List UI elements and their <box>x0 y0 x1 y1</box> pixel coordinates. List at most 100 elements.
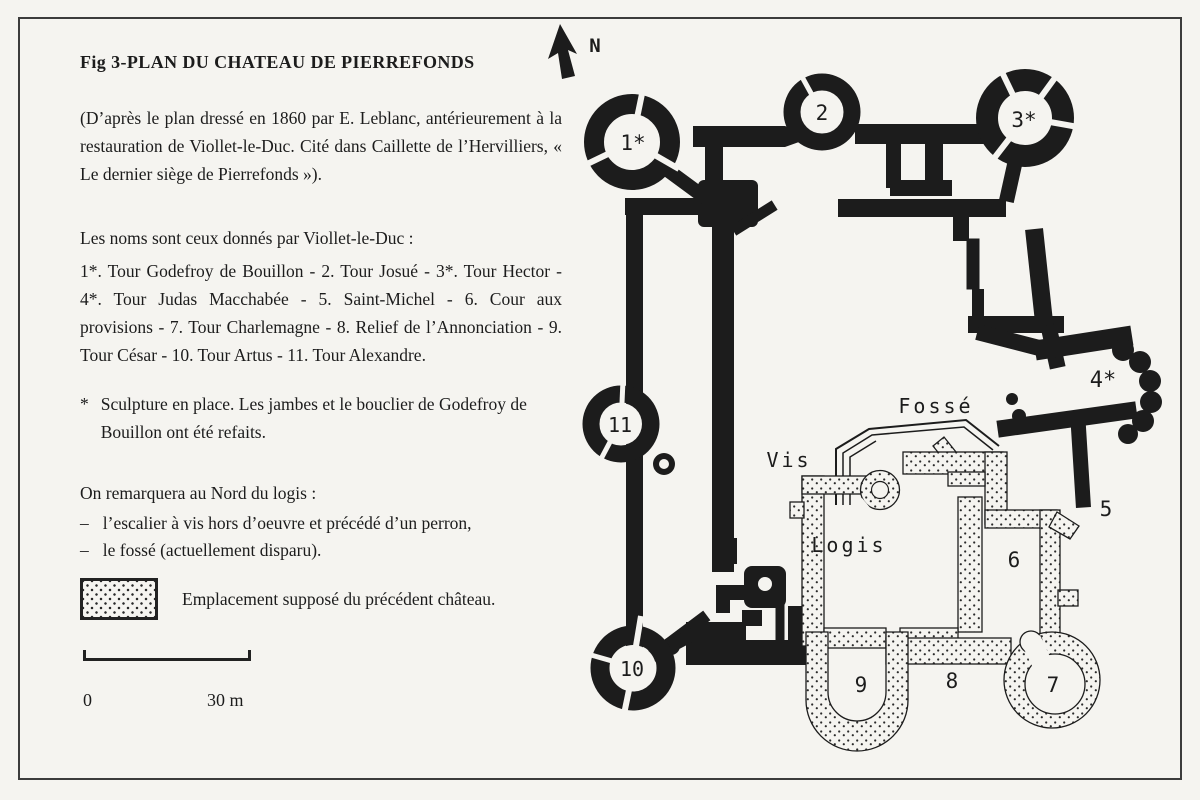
note-item-stair: – l’escalier à vis hors d’oeuvre et préc… <box>80 509 472 537</box>
stair-opening <box>758 577 772 591</box>
note-item-text: l’escalier à vis hors d’oeuvre et précéd… <box>102 513 472 533</box>
wall-segment <box>886 144 901 188</box>
merlon <box>1112 339 1134 361</box>
label-vis: Vis <box>766 448 811 472</box>
tower2-josue <box>783 73 861 151</box>
east-diag-stub <box>1048 511 1080 540</box>
label-fosse: Fossé <box>898 394 973 418</box>
merlon <box>1129 351 1151 373</box>
legend-row: Emplacement supposé du précédent château… <box>80 578 562 620</box>
label-tower5: 5 <box>1100 497 1113 521</box>
stippled-structures <box>789 436 1101 752</box>
tower10-court <box>610 645 656 691</box>
vis-stair-opening <box>852 498 872 520</box>
tower4-judas-macchabee <box>1112 339 1162 444</box>
label-tower1: 1* <box>620 131 645 155</box>
gatehouse-block <box>698 180 758 227</box>
plan-labels: N 1* 2 3* 4* 5 6 7 8 9 10 11 Fossé Vis L… <box>589 35 1116 697</box>
north-arrow <box>548 24 577 79</box>
sculpture-footnote: * Sculpture en place. Les jambes et le b… <box>80 390 550 446</box>
east-stub <box>1057 589 1079 607</box>
tower10-artus <box>590 625 676 711</box>
scale-zero-label: 0 <box>83 690 92 710</box>
logis-west-wall <box>801 475 825 647</box>
scale-end-label: 30 m <box>207 690 244 710</box>
ring-joint <box>1038 73 1060 99</box>
label-tower9: 9 <box>855 673 868 697</box>
ring-joint <box>581 150 612 169</box>
fosse-line <box>842 426 994 505</box>
castle-wall-lines <box>647 149 1138 663</box>
logis-east-wall <box>957 496 983 633</box>
ring-joint <box>634 88 646 119</box>
wall-segment <box>890 180 952 196</box>
wall-segment <box>705 145 723 187</box>
tower3-court <box>999 92 1051 144</box>
merlon <box>1132 410 1154 432</box>
label-court6: 6 <box>1008 548 1021 572</box>
note-item-moat: – le fossé (actuellement disparu). <box>80 536 321 564</box>
ring-joint <box>798 73 815 97</box>
tower7-court <box>1024 653 1086 715</box>
logis-north-wall <box>801 475 869 495</box>
wall-segment <box>625 198 703 215</box>
wall-fragment <box>1006 393 1018 405</box>
label-tower4: 4* <box>1090 368 1117 393</box>
wall-to-saint-michel <box>1070 412 1091 508</box>
logis-south-wall <box>823 627 887 649</box>
asterisk-marker: * <box>80 394 89 414</box>
wall-segment <box>693 126 785 147</box>
tower2-court <box>802 92 842 132</box>
ring-joint <box>651 151 681 172</box>
names-intro: Les noms sont ceux donnés par Viollet-le… <box>80 228 414 248</box>
tower9-cesar <box>805 631 909 752</box>
label-logis: Logis <box>811 533 886 557</box>
east-wall <box>1025 228 1054 332</box>
north-note-intro: On remarquera au Nord du logis : <box>80 483 317 503</box>
tower11-court <box>600 403 642 445</box>
wall-segment <box>838 199 1006 217</box>
wall-segment <box>953 215 969 241</box>
tower1-godefroy <box>584 94 680 190</box>
figure-credit: (D’après le plan dressé en 1860 par E. L… <box>80 108 562 184</box>
stair-turret-core <box>659 459 669 469</box>
tower7-neck <box>1023 635 1051 670</box>
scale-bar <box>83 650 251 661</box>
merlon <box>1139 370 1161 392</box>
merlon <box>1140 391 1162 413</box>
ring-joint <box>989 137 1012 163</box>
label-relief8: 8 <box>946 669 959 693</box>
scale-labels: 0 30 m <box>80 686 340 714</box>
label-tower10: 10 <box>620 657 644 681</box>
ring-joint <box>598 440 613 461</box>
dash-bullet: – <box>80 540 89 560</box>
court6-hook <box>947 471 986 487</box>
ring-joint <box>633 615 644 647</box>
north-label: N <box>589 35 600 57</box>
wall-fragment <box>771 641 789 659</box>
legend-label: Emplacement supposé du précédent château… <box>182 589 496 609</box>
ring-joint <box>1049 119 1079 130</box>
ring-joint <box>583 650 613 664</box>
figure-title: Fig 3-PLAN DU CHATEAU DE PIERREFONDS <box>80 52 475 72</box>
stipple-legend-swatch <box>80 578 158 620</box>
logis-perron <box>789 501 805 519</box>
ring-joint <box>997 66 1016 97</box>
tower3-hector <box>976 69 1074 167</box>
fosse-line <box>835 418 1000 505</box>
merlon <box>1118 424 1138 444</box>
wall-below-tower4 <box>996 401 1138 438</box>
ring-joint <box>620 689 632 720</box>
tower-names-list: 1*. Tour Godefroy de Bouillon - 2. Tour … <box>80 261 562 365</box>
footnote-text: Sculpture en place. Les jambes et le bou… <box>100 394 527 442</box>
ring-joint <box>619 379 626 404</box>
label-tower11: 11 <box>608 413 632 437</box>
label-tower3: 3* <box>1011 108 1036 132</box>
castle-walls <box>625 124 1064 665</box>
tower1-court <box>606 116 658 168</box>
round-towers <box>582 69 1074 711</box>
tower-ring-joints <box>581 66 1079 720</box>
dash-bullet: – <box>80 513 89 533</box>
label-tower2: 2 <box>816 101 829 125</box>
